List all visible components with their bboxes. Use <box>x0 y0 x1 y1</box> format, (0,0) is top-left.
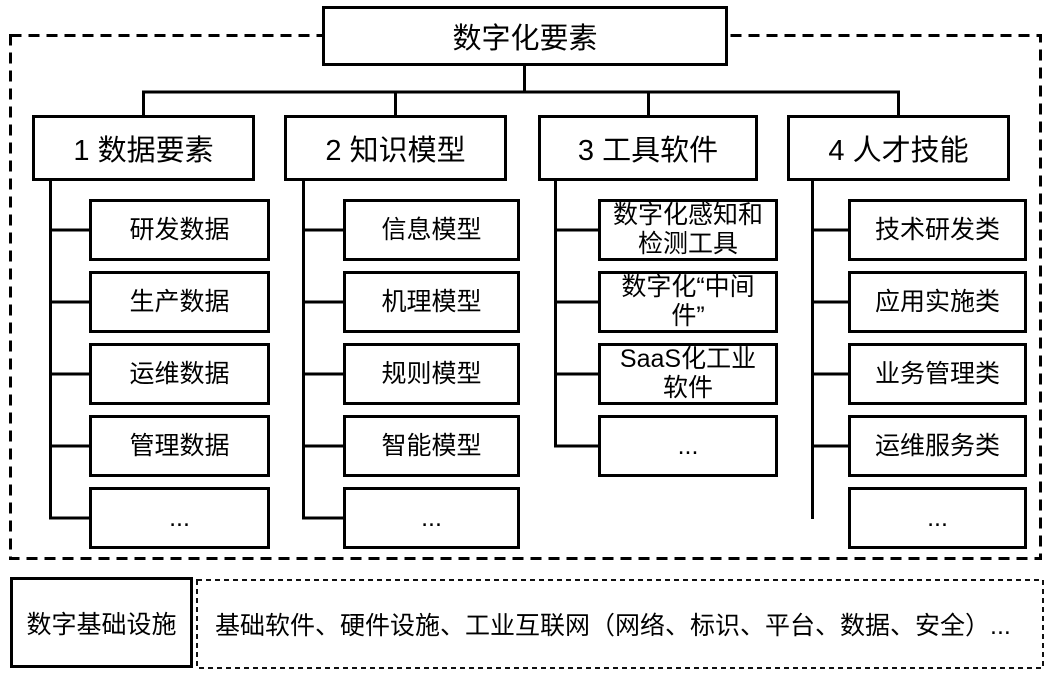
child-node-ellipsis: ... <box>89 487 270 549</box>
child-node: 运维服务类 <box>848 415 1027 477</box>
child-node: SaaS化工业 软件 <box>598 343 778 405</box>
column1-tree <box>49 180 91 520</box>
category-node-talent: 4 人才技能 <box>787 115 1010 181</box>
child-node: 业务管理类 <box>848 343 1027 405</box>
child-node: 运维数据 <box>89 343 270 405</box>
category-node-knowledge: 2 知识模型 <box>284 115 507 181</box>
child-node: 应用实施类 <box>848 271 1027 333</box>
child-node: 技术研发类 <box>848 199 1027 261</box>
header-rail <box>142 90 900 117</box>
child-node-ellipsis: ... <box>343 487 520 549</box>
column3-tree <box>554 180 600 448</box>
foundation-dotted-frame <box>196 579 1044 669</box>
child-node: 管理数据 <box>89 415 270 477</box>
column2-tree <box>302 180 345 520</box>
child-node: 生产数据 <box>89 271 270 333</box>
child-node: 研发数据 <box>89 199 270 261</box>
column4-tree <box>811 180 850 519</box>
child-node: 规则模型 <box>343 343 520 405</box>
child-node: 智能模型 <box>343 415 520 477</box>
category-node-tools: 3 工具软件 <box>538 115 758 181</box>
child-node: 数字化“中间 件” <box>598 271 778 333</box>
root-node: 数字化要素 <box>322 6 728 66</box>
child-node-ellipsis: ... <box>848 487 1027 549</box>
child-node: 数字化感知和 检测工具 <box>598 199 778 261</box>
category-node-data: 1 数据要素 <box>32 115 255 181</box>
child-node-ellipsis: ... <box>598 415 778 477</box>
foundation-label: 数字基础设施 <box>10 577 193 668</box>
foundation-description: 基础软件、硬件设施、工业互联网（网络、标识、平台、数据、安全）... <box>215 612 1011 640</box>
child-node: 信息模型 <box>343 199 520 261</box>
child-node: 机理模型 <box>343 271 520 333</box>
